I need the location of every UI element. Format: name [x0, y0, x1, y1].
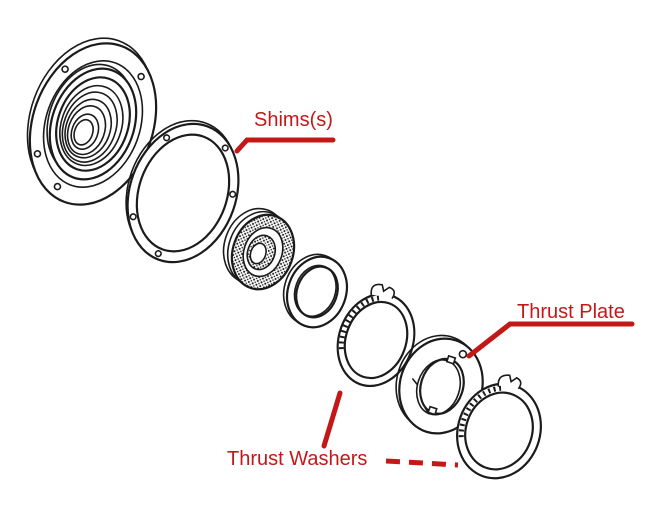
thrust-washers-dashed-leader-line	[385, 458, 459, 468]
housing-drawing	[26, 37, 158, 206]
shims-label: Shims(s)	[254, 109, 333, 131]
thrust-plate-label: Thrust Plate	[517, 301, 625, 323]
thrust-plate-leader-line	[466, 321, 513, 359]
thrust-washer-front-drawing	[336, 283, 416, 388]
spacer-washer-drawing	[282, 253, 349, 329]
thrust-plate-drawing	[395, 334, 484, 435]
annotation-lines	[234, 137, 635, 468]
shims-leader-line	[234, 137, 250, 154]
shim-drawing	[125, 119, 240, 264]
thrust-washers-label: Thrust Washers	[227, 448, 368, 470]
thrust-washers-leader-line	[321, 390, 343, 449]
thrust-washer-rear-drawing	[456, 374, 542, 480]
bearing-drawing	[222, 207, 296, 291]
